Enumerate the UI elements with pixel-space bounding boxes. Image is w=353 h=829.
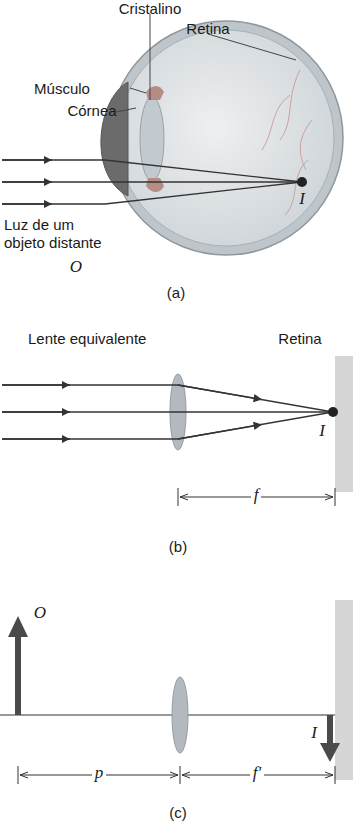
part-label: Córnea	[67, 102, 116, 120]
object-arrow	[8, 616, 28, 715]
image-point	[297, 177, 307, 187]
part-label: Retina	[278, 330, 321, 348]
dimension-line	[18, 766, 335, 784]
panel-label: (b)	[169, 538, 187, 556]
image-point	[328, 407, 338, 417]
part-label: Lente equivalente	[28, 330, 146, 348]
retina-band	[335, 356, 353, 492]
object-symbol: O	[70, 258, 82, 276]
leader-lines	[116, 14, 296, 112]
part-label: Cristalino	[119, 0, 182, 18]
caption-label: Luz de um objeto distante	[4, 216, 116, 252]
light-rays	[2, 385, 333, 439]
retina-band	[335, 600, 353, 780]
eyeball	[101, 21, 343, 255]
image-symbol: I	[299, 190, 305, 208]
panel-label: (c)	[169, 804, 187, 822]
panel-label: (a)	[167, 284, 185, 302]
optical-axis	[0, 714, 335, 715]
object-symbol: O	[34, 604, 46, 622]
dimension-label: p	[92, 764, 107, 782]
image-symbol: I	[319, 422, 325, 440]
part-label: Retina	[186, 20, 229, 38]
dimension-label: f′	[250, 764, 264, 782]
dimension-label: f	[251, 486, 262, 504]
part-label: Músculo	[34, 80, 90, 98]
image-arrow	[320, 715, 340, 762]
equivalent-lens	[172, 677, 188, 753]
light-rays	[2, 160, 302, 204]
image-symbol: I	[311, 724, 317, 742]
